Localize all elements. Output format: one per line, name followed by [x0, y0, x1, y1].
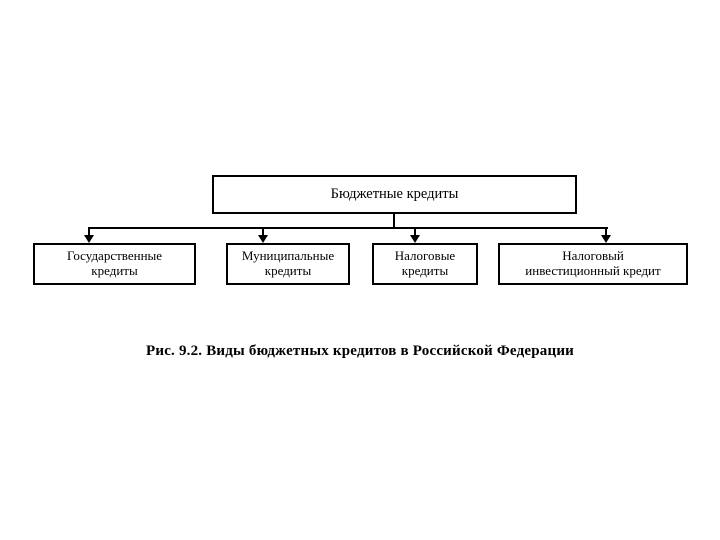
diagram-node-tax-investment-credit: Налоговый инвестиционный кредит [498, 243, 688, 285]
diagram-node-municipal-credits: Муниципальные кредиты [226, 243, 350, 285]
diagram-node-state-credits-label: Государственные кредиты [66, 248, 163, 278]
diagram-node-state-credits: Государственные кредиты [33, 243, 196, 285]
diagram-node-tax-credits: Налоговые кредиты [372, 243, 478, 285]
connector-drop-3 [414, 228, 416, 237]
diagram-node-tax-credits-label: Налоговые кредиты [394, 248, 456, 278]
diagram-node-tax-investment-credit-label: Налоговый инвестиционный кредит [525, 248, 661, 278]
arrowhead-icon-4 [601, 235, 611, 243]
figure-caption: Рис. 9.2. Виды бюджетных кредитов в Росс… [145, 343, 575, 359]
connector-horizontal-bus [88, 227, 608, 229]
connector-drop-4 [605, 228, 607, 237]
diagram-node-municipal-credits-label: Муниципальные кредиты [241, 248, 335, 278]
diagram-node-root: Бюджетные кредиты [212, 175, 577, 214]
connector-drop-2 [262, 228, 264, 237]
connector-drop-1 [88, 228, 90, 237]
connector-root-stub [393, 213, 395, 229]
arrowhead-icon-2 [258, 235, 268, 243]
arrowhead-icon-1 [84, 235, 94, 243]
arrowhead-icon-3 [410, 235, 420, 243]
diagram-node-root-label: Бюджетные кредиты [330, 186, 459, 203]
